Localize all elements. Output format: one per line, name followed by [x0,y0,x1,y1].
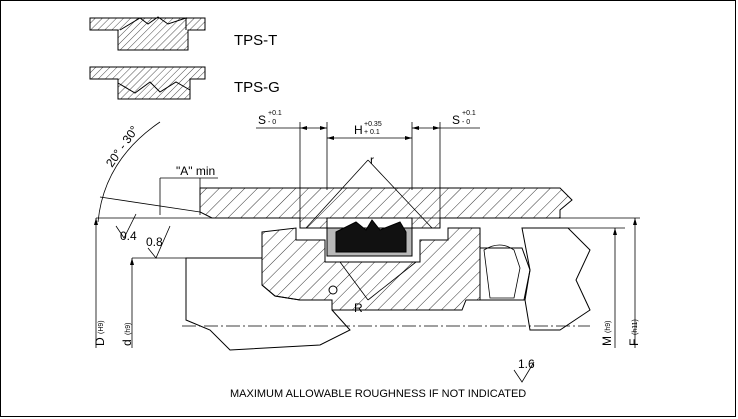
footer-note: MAXIMUM ALLOWABLE ROUGHNESS IF NOT INDIC… [230,388,526,400]
diameter-d: d (h9) [120,323,134,346]
tps-g-profile [89,66,206,100]
angle-label: 20° - 30° [103,123,142,170]
angle-dimension [97,121,201,223]
r-big-label: R [354,301,363,315]
nut-chamfer [483,244,521,299]
h-upper-tol: +0.35 [364,121,382,128]
dimension-arrows [300,126,440,140]
roughness-08-label: 0.8 [146,235,163,249]
rod-outline [185,257,351,351]
a-min-label: "A" min [176,164,215,178]
housing-section [199,187,573,229]
nut-outline [479,247,531,301]
diameter-M: M (h9) [600,321,614,346]
diameter-d-tol: (h9) [125,323,132,335]
diameter-M-base: M [600,336,614,346]
roughness-symbol-16 [513,361,535,383]
roughness-04-label: 0.4 [120,229,137,243]
diameter-M-tol: (h9) [605,321,612,333]
diameter-D-base: D [93,337,107,346]
h-lower-tol: + 0.1 [364,129,380,136]
diameter-D-tol: (H9) [98,320,105,334]
r-small-label: r [370,153,374,167]
tps-t-label: TPS-T [234,32,277,49]
s-right-lower-tol: - 0 [462,119,470,126]
roughness-symbol-04 [115,213,137,239]
diameter-F-tol: (h11) [632,319,639,335]
h-base: H [354,123,363,137]
diameter-F: F (h11) [627,319,641,346]
rod-end-outline [521,227,591,331]
diameter-D: D (H9) [93,320,107,346]
diameter-F-base: F [627,339,641,346]
radius-leaders [305,159,433,301]
s-left-base: S [258,113,266,127]
s-right-upper-tol: +0.1 [462,110,476,117]
tps-t-profile [89,16,206,51]
roughness-symbol-08 [147,225,171,259]
diameter-reference-lines [95,217,640,348]
roughness-16-label: 1.6 [518,357,535,371]
seal-energizer [335,219,407,253]
s-right-base: S [452,113,460,127]
tps-g-label: TPS-G [234,79,280,96]
s-left-lower-tol: - 0 [268,119,276,126]
diameter-d-base: d [120,339,134,346]
s-left-upper-tol: +0.1 [268,110,282,117]
o-ring [328,285,338,295]
